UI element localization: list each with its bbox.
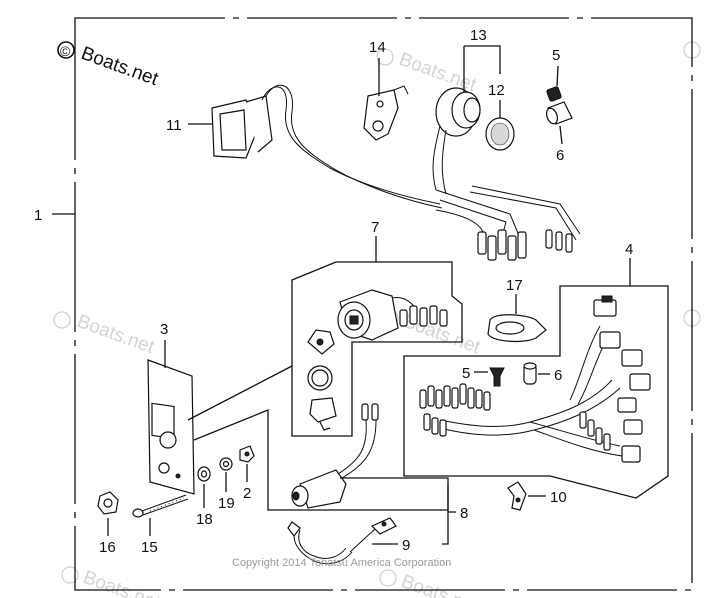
o-ring-icon [307,365,333,391]
lens-icon [485,117,515,151]
callout-7: 7 [371,219,379,236]
watermark-text: Boats.net [398,571,481,598]
kill-switch-icon [291,403,379,509]
bracket-icon [363,85,409,141]
kit-boundary [74,17,693,591]
callout-11: 11 [166,117,182,134]
callout-5b: 5 [462,365,470,382]
lanyard-icon [287,517,397,565]
copyright-text: Copyright 2014 Tohatsu America Corporati… [232,557,451,569]
watermark-text: Boats.net [396,49,479,96]
callout-6a: 6 [556,147,564,164]
callout-8: 8 [460,505,468,522]
wire-bundle-icon [435,185,581,261]
screw-icon [546,86,562,102]
watermark: Boats.net [61,566,164,598]
clip-icon [507,481,527,511]
brand-text: Boats.net [78,43,161,90]
leader-5a [556,65,559,87]
wiring-harness-icon [419,295,651,463]
copyright-symbol-icon: © [60,43,71,59]
ignition-switch-icon [337,289,448,341]
callout-10: 10 [550,489,567,506]
washer-icon [197,466,211,482]
connector-cluster [419,383,611,451]
leader-6a [559,125,563,145]
meter-icon [432,87,481,195]
key-icon [307,329,335,355]
callout-12: 12 [488,82,505,99]
callout-16: 16 [99,539,116,556]
watermark-text: Boats.net [74,311,157,358]
watermark-text: Boats.net [80,567,163,598]
callout-15: 15 [141,539,158,556]
group-7-boundary [291,261,463,437]
callout-3: 3 [160,321,168,338]
callout-13: 13 [470,27,487,44]
nut-icon [97,491,119,515]
bolt-icon [132,494,189,518]
cap-icon [309,397,337,431]
callout-2: 2 [243,485,251,502]
group-4-boundary [403,285,669,499]
callout-6b: 6 [554,367,562,384]
callout-18: 18 [196,511,213,528]
callout-5a: 5 [552,47,560,64]
nut-small-icon [239,445,255,463]
leader-8 [340,477,449,545]
brand-logo: © Boats.net [57,41,162,90]
watermark: Boats.net [53,311,158,358]
callout-9: 9 [402,537,410,554]
screw-icon [489,367,505,387]
stop-switch-icon [211,84,443,209]
plate-icon [147,359,195,495]
callout-4: 4 [625,241,633,258]
callout-1: 1 [34,207,42,224]
connector-cluster [477,229,573,261]
washer-small-icon [219,457,233,471]
watermark: Boats.net [379,569,482,598]
callout-19: 19 [218,495,235,512]
clamp-icon [487,314,547,343]
callout-17: 17 [506,277,523,294]
callout-14: 14 [369,39,386,56]
collar-icon [523,362,537,385]
collar-icon [545,101,573,125]
